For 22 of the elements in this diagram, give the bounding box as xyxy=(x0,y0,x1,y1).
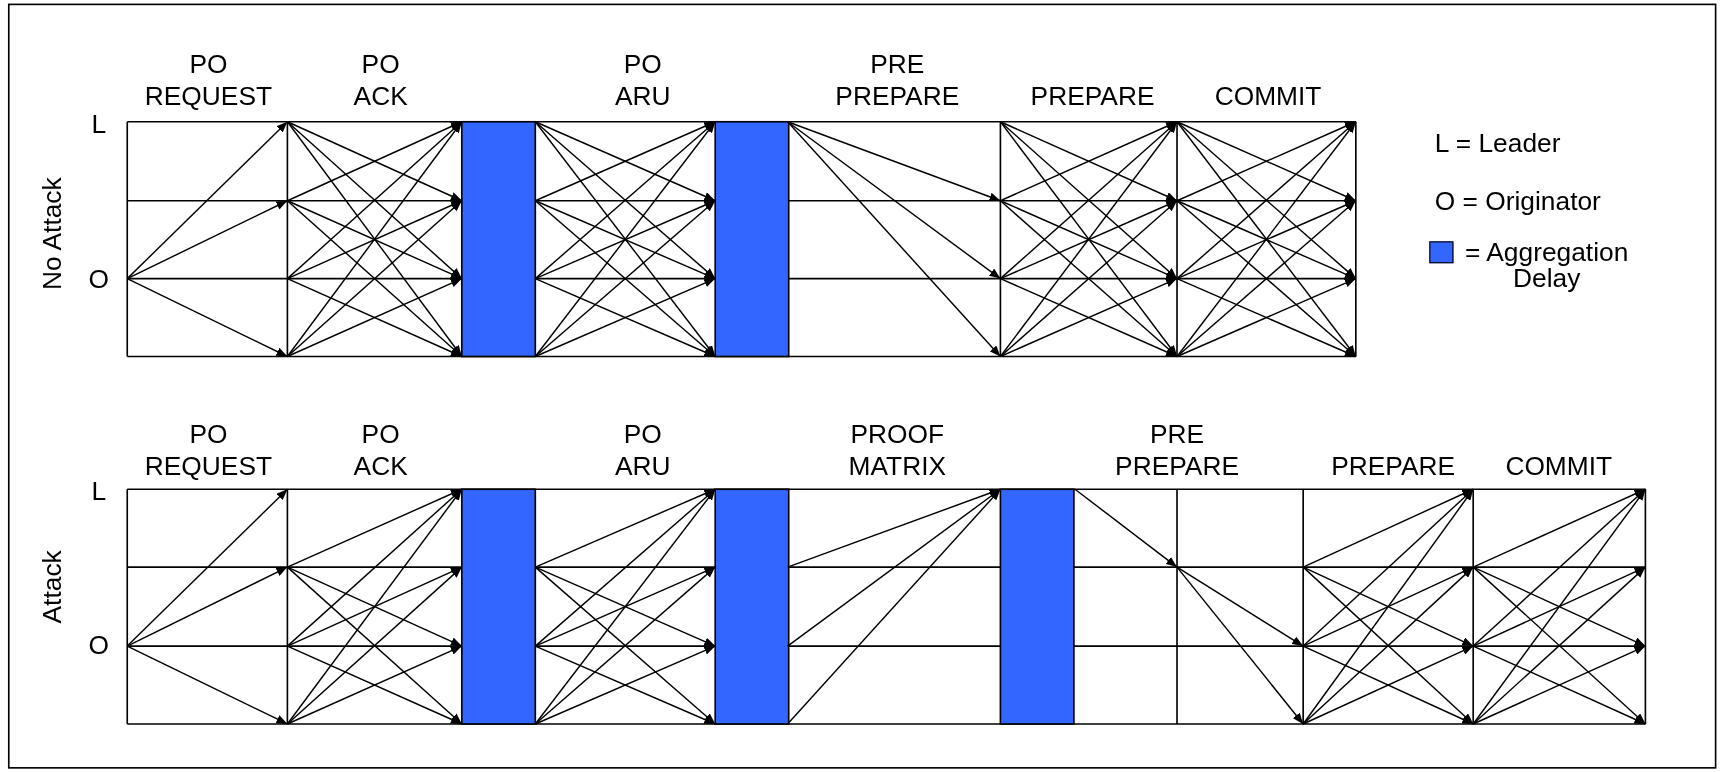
phase-label: PRE PREPARE xyxy=(1115,419,1239,483)
legend-entry: O = Originator xyxy=(1434,186,1601,218)
phase-label: PO REQUEST xyxy=(144,419,273,483)
phase-label: PO ARU xyxy=(615,49,671,113)
scenario-label: Attack xyxy=(36,550,68,624)
legend-entry: = Aggregation Delay xyxy=(1464,239,1630,292)
scenario-label: No Attack xyxy=(36,177,68,290)
leader-marker-label: L xyxy=(91,475,107,508)
phase-label: COMMIT xyxy=(1214,81,1322,113)
phase-label: PO ACK xyxy=(353,419,408,483)
phase-label: PROOF MATRIX xyxy=(848,419,947,483)
phase-label: PO REQUEST xyxy=(144,49,273,113)
phase-label: PO ARU xyxy=(615,419,671,483)
legend-entry: L = Leader xyxy=(1434,127,1561,160)
phase-label: PO ACK xyxy=(353,49,408,113)
phase-label: PREPARE xyxy=(1030,81,1155,113)
phase-label: COMMIT xyxy=(1505,451,1613,483)
phase-label: PREPARE xyxy=(1331,451,1456,483)
leader-marker-label: L xyxy=(91,109,107,141)
originator-marker-label: O xyxy=(88,630,109,662)
phase-label: PRE PREPARE xyxy=(835,49,960,113)
originator-marker-label: O xyxy=(88,263,109,296)
